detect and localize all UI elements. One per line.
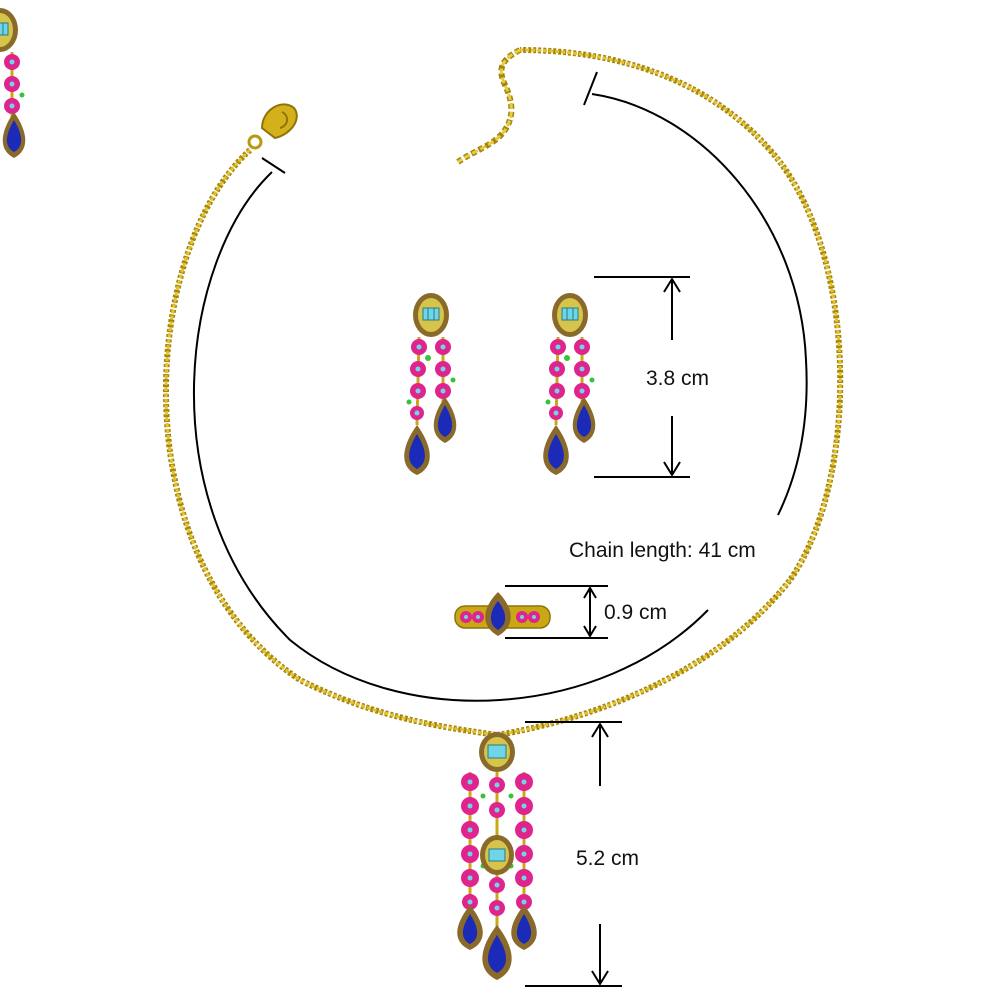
pendant xyxy=(457,732,537,980)
extension-chain xyxy=(456,47,522,165)
necklace-chain xyxy=(163,47,844,738)
chain-length-label: Chain length: 41 cm xyxy=(569,539,756,562)
earring-length-dimension xyxy=(594,276,690,478)
pendant-length-label: 5.2 cm xyxy=(576,847,640,870)
earring-template xyxy=(0,8,26,158)
right-earring xyxy=(541,291,597,477)
pendant-length-dimension xyxy=(525,721,622,987)
earring-length-label: 3.8 cm xyxy=(646,367,710,390)
left-earring xyxy=(402,291,458,477)
lobster-clasp xyxy=(247,103,298,150)
ring-height-label: 0.9 cm xyxy=(604,601,668,624)
chain-length-dimension xyxy=(193,71,808,702)
ring-height-dimension xyxy=(505,585,608,639)
ring xyxy=(454,592,551,636)
